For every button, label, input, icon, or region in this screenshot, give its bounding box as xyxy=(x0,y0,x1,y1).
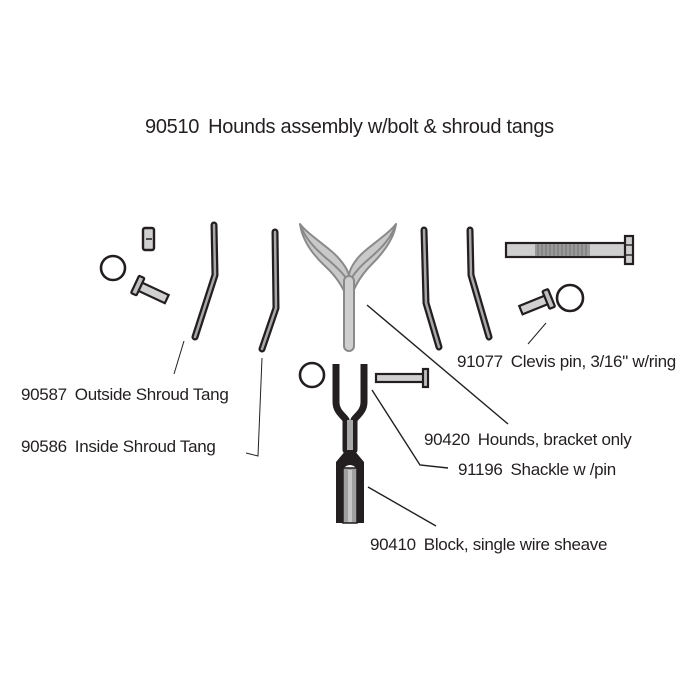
part-number: 91196 xyxy=(458,460,503,479)
part-description: Block, single wire sheave xyxy=(423,535,608,554)
shackle-pin-icon xyxy=(374,367,430,389)
inside-shroud-tang-left-icon xyxy=(258,228,280,353)
clevis-pin-right-icon xyxy=(517,288,556,316)
leader-inside-shroud-tang xyxy=(245,357,263,457)
part-number: 90587 xyxy=(21,385,67,404)
part-description: Hounds, bracket only xyxy=(477,430,632,449)
label-hounds-bracket: 90420 Hounds, bracket only xyxy=(424,430,632,450)
part-number: 90410 xyxy=(370,535,416,554)
split-ring-left-icon xyxy=(99,254,127,282)
assembly-part-number: 90510 xyxy=(145,116,200,138)
shackle-icon xyxy=(332,364,368,454)
hounds-bracket-icon xyxy=(299,223,397,352)
outside-shroud-tang-left-icon xyxy=(191,221,219,341)
label-inside-shroud-tang: 90586 Inside Shroud Tang xyxy=(21,437,216,457)
label-shackle: 91196 Shackle w /pin xyxy=(458,460,616,480)
split-ring-right-icon xyxy=(555,283,585,313)
leader-lines xyxy=(173,304,547,527)
part-description: Shackle w /pin xyxy=(510,460,617,479)
leader-shackle xyxy=(371,389,449,469)
hex-nut-icon xyxy=(141,226,156,252)
clevis-pin-left-icon xyxy=(130,274,171,305)
part-description: Clevis pin, 3/16" w/ring xyxy=(510,352,676,371)
assembly-description: Hounds assembly w/bolt & shroud tangs xyxy=(208,116,554,138)
leader-outside-shroud-tang xyxy=(173,340,185,375)
part-number: 90586 xyxy=(21,437,67,456)
inside-shroud-tang-right-icon xyxy=(466,226,493,341)
part-description: Inside Shroud Tang xyxy=(74,437,216,456)
leader-hounds-bracket xyxy=(366,304,509,425)
leader-block xyxy=(367,486,437,527)
part-number: 90420 xyxy=(424,430,470,449)
label-block: 90410 Block, single wire sheave xyxy=(370,535,607,555)
label-clevis-pin: 91077 Clevis pin, 3/16" w/ring xyxy=(457,352,676,372)
hex-bolt-icon xyxy=(504,234,635,266)
outside-shroud-tang-right-icon xyxy=(420,226,443,351)
leader-clevis-pin xyxy=(527,322,547,345)
shackle-ring-icon xyxy=(298,361,326,389)
part-number: 91077 xyxy=(457,352,503,371)
part-description: Outside Shroud Tang xyxy=(74,385,229,404)
label-outside-shroud-tang: 90587 Outside Shroud Tang xyxy=(21,385,229,405)
assembly-title: 90510 Hounds assembly w/bolt & shroud tan… xyxy=(145,116,554,139)
single-sheave-block-icon xyxy=(336,450,364,524)
